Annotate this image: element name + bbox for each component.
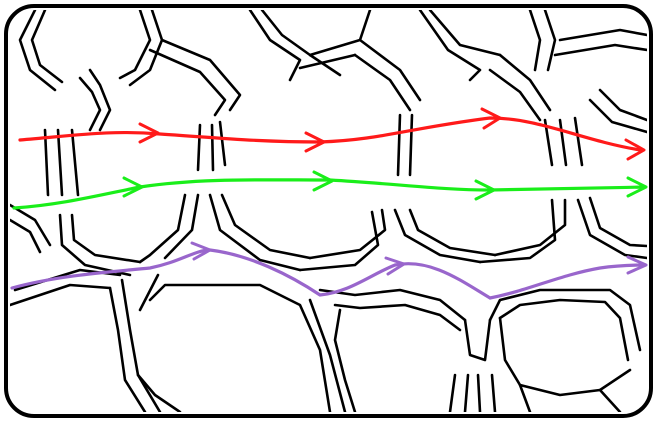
cell-wall (212, 125, 213, 170)
